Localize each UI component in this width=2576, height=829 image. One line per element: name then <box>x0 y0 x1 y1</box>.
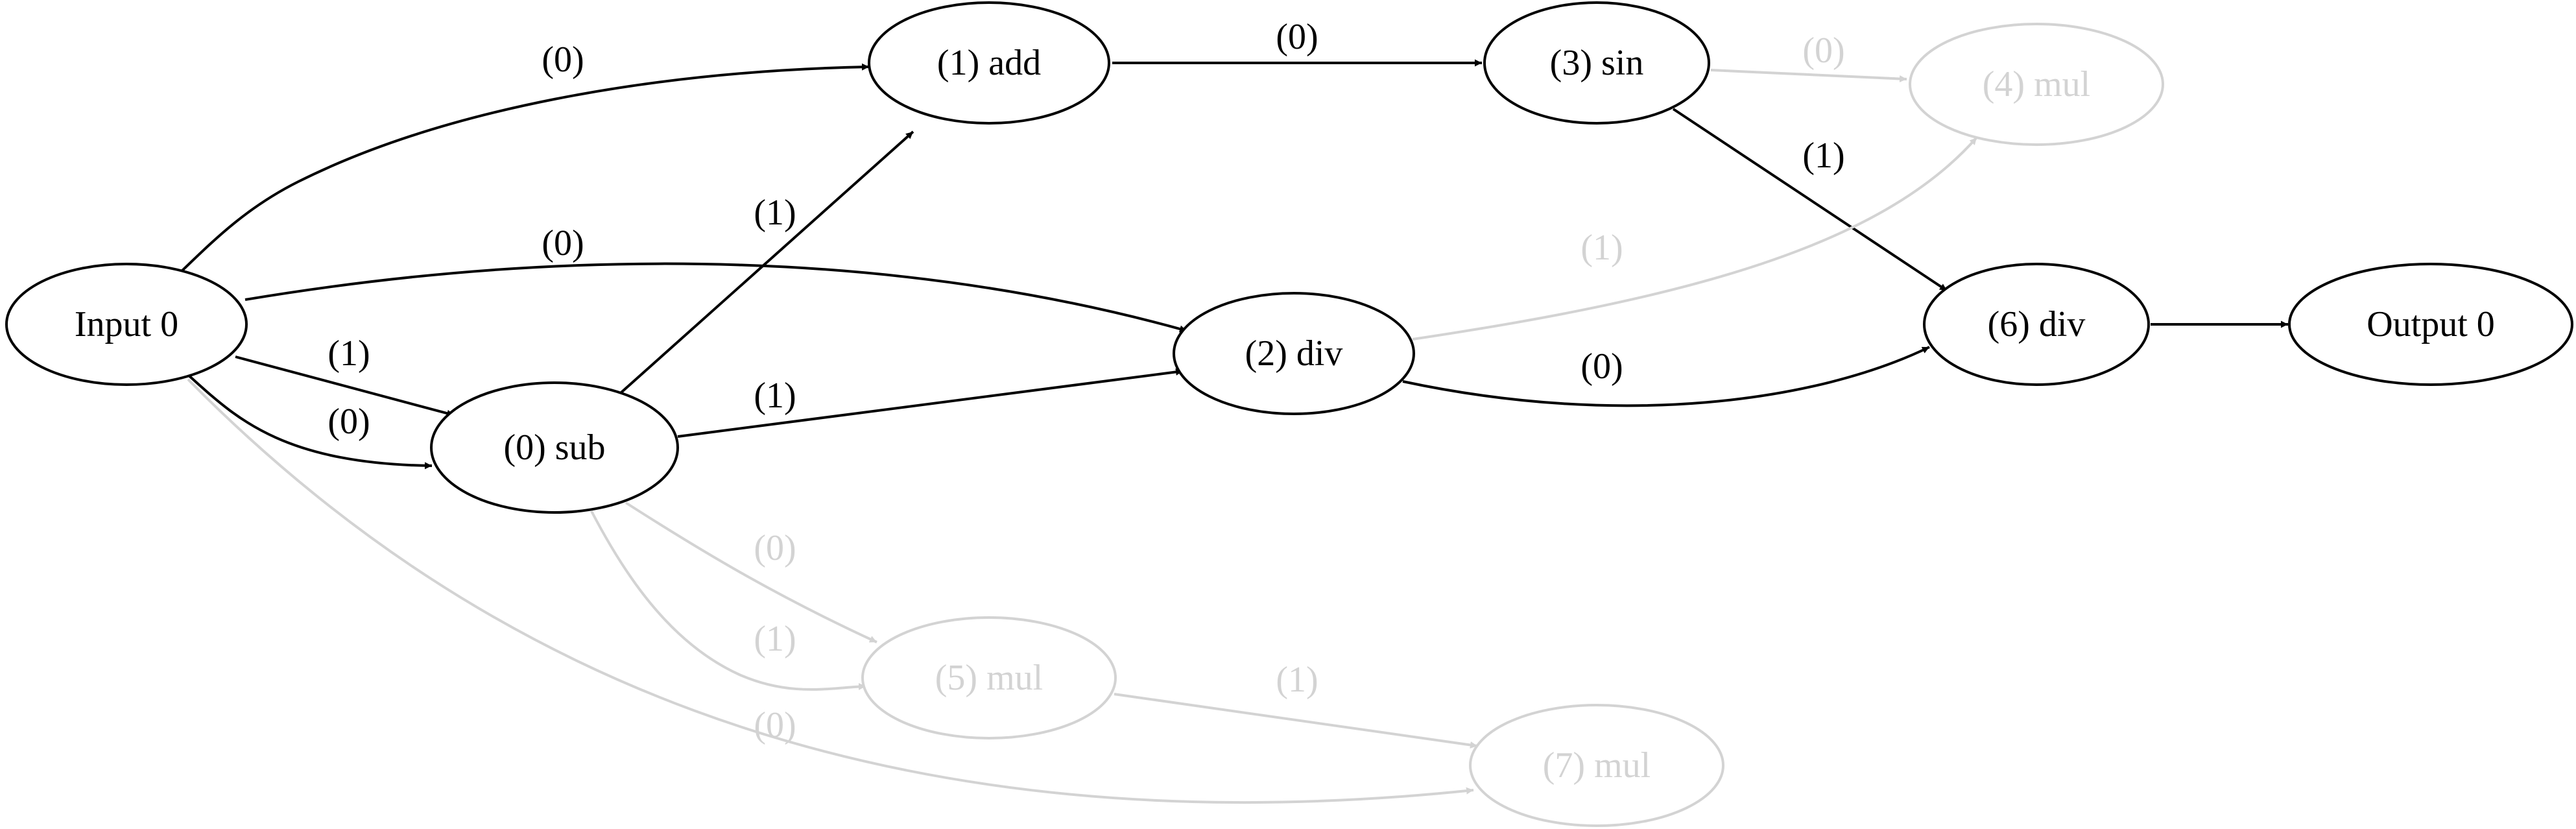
node-ellipse <box>430 381 679 514</box>
nodes-layer: Input 0 (0) sub (1) add (2) div (3) sin (4) m… <box>5 1 2573 827</box>
node-n0: (0) sub <box>430 381 679 514</box>
node-label: (4) mul <box>1983 64 2090 104</box>
edge-line <box>590 511 866 691</box>
node-label: (1) add <box>937 43 1041 83</box>
node-output0: Output 0 <box>2288 263 2573 386</box>
node-ellipse <box>868 1 1110 125</box>
edge-label: (1) <box>754 193 796 233</box>
node-n4: (4) mul <box>1909 23 2164 146</box>
edge-label: (0) <box>1276 17 1318 57</box>
node-ellipse <box>5 263 248 386</box>
edge-line <box>1710 69 1907 82</box>
node-n5: (5) mul <box>861 616 1117 739</box>
edge-line <box>187 374 433 470</box>
edge-input0-to-n2-0: (0) <box>244 223 1187 333</box>
edge-n3-to-n4-0: (0) <box>1710 30 1907 82</box>
node-input0: Input 0 <box>5 263 248 386</box>
edge-line <box>625 501 877 643</box>
node-n3: (3) sin <box>1483 1 1710 125</box>
edge-label: (1) <box>1580 228 1623 268</box>
edge-label: (1) <box>754 376 796 416</box>
edge-label: (0) <box>1580 346 1623 387</box>
edge-label: (0) <box>754 705 796 745</box>
edge-n2-to-n6-0: (0) <box>1402 346 1930 407</box>
node-label: (0) sub <box>503 427 605 468</box>
edge-label: (1) <box>754 619 796 659</box>
edge-input0-to-n1-0: (0) <box>180 40 870 272</box>
edge-label: (1) <box>328 333 370 374</box>
edge-line <box>235 355 455 417</box>
edge-label: (0) <box>542 223 584 263</box>
edge-line <box>244 262 1187 333</box>
node-ellipse <box>1173 292 1415 415</box>
edge-n3-to-n6-1: (1) <box>1672 108 1948 292</box>
node-ellipse <box>861 616 1117 739</box>
edge-n0-to-n2-1: (1) <box>677 368 1184 438</box>
node-n1: (1) add <box>868 1 1110 125</box>
node-n6: (6) div <box>1923 263 2150 386</box>
edge-n0-to-n5-0: (0) <box>625 501 877 643</box>
edge-input0-to-n7-0: (0) <box>187 378 1474 804</box>
edge-n0-to-n5-1: (1) <box>590 511 866 691</box>
edges-layer: (0) (0) (1) (0) (0) (1) (1) (0) (1) (0) (0) (1) (1) (… <box>180 17 2288 804</box>
edge-n0-to-n1-1: (1) <box>615 130 914 398</box>
node-label: (5) mul <box>935 658 1043 698</box>
edge-label: (1) <box>1802 136 1844 176</box>
edge-n1-to-n3-0: (0) <box>1112 17 1482 67</box>
edge-line <box>1672 108 1948 292</box>
node-label: Output 0 <box>2367 304 2495 344</box>
edge-input0-to-n0-1: (1) <box>235 333 455 417</box>
node-ellipse <box>1469 704 1724 827</box>
node-ellipse <box>1923 263 2150 386</box>
edge-line <box>1114 693 1478 749</box>
edge-line <box>187 378 1474 804</box>
edge-label: (0) <box>754 528 796 568</box>
edge-n2-to-n4-1: (1) <box>1412 136 1978 341</box>
edge-label: (0) <box>328 402 370 442</box>
edge-line <box>1402 346 1930 407</box>
node-ellipse <box>1483 1 1710 125</box>
node-label: (2) div <box>1245 333 1343 374</box>
node-label: (3) sin <box>1550 43 1644 83</box>
edge-line <box>180 63 870 272</box>
node-n2: (2) div <box>1173 292 1415 415</box>
node-ellipse <box>1909 23 2164 146</box>
edge-input0-to-n0-0: (0) <box>187 374 433 470</box>
node-n7: (7) mul <box>1469 704 1724 827</box>
edge-line <box>677 368 1184 438</box>
node-label: (6) div <box>1988 304 2086 344</box>
edge-line <box>615 130 914 398</box>
node-label: (7) mul <box>1543 745 1651 786</box>
edge-n5-to-n7-1: (1) <box>1114 660 1478 749</box>
edge-label: (1) <box>1276 660 1318 700</box>
node-label: Input 0 <box>75 304 178 344</box>
node-ellipse <box>2288 263 2573 386</box>
edge-label: (0) <box>542 40 584 80</box>
edge-label: (0) <box>1802 30 1844 71</box>
edge-line <box>1412 136 1978 341</box>
